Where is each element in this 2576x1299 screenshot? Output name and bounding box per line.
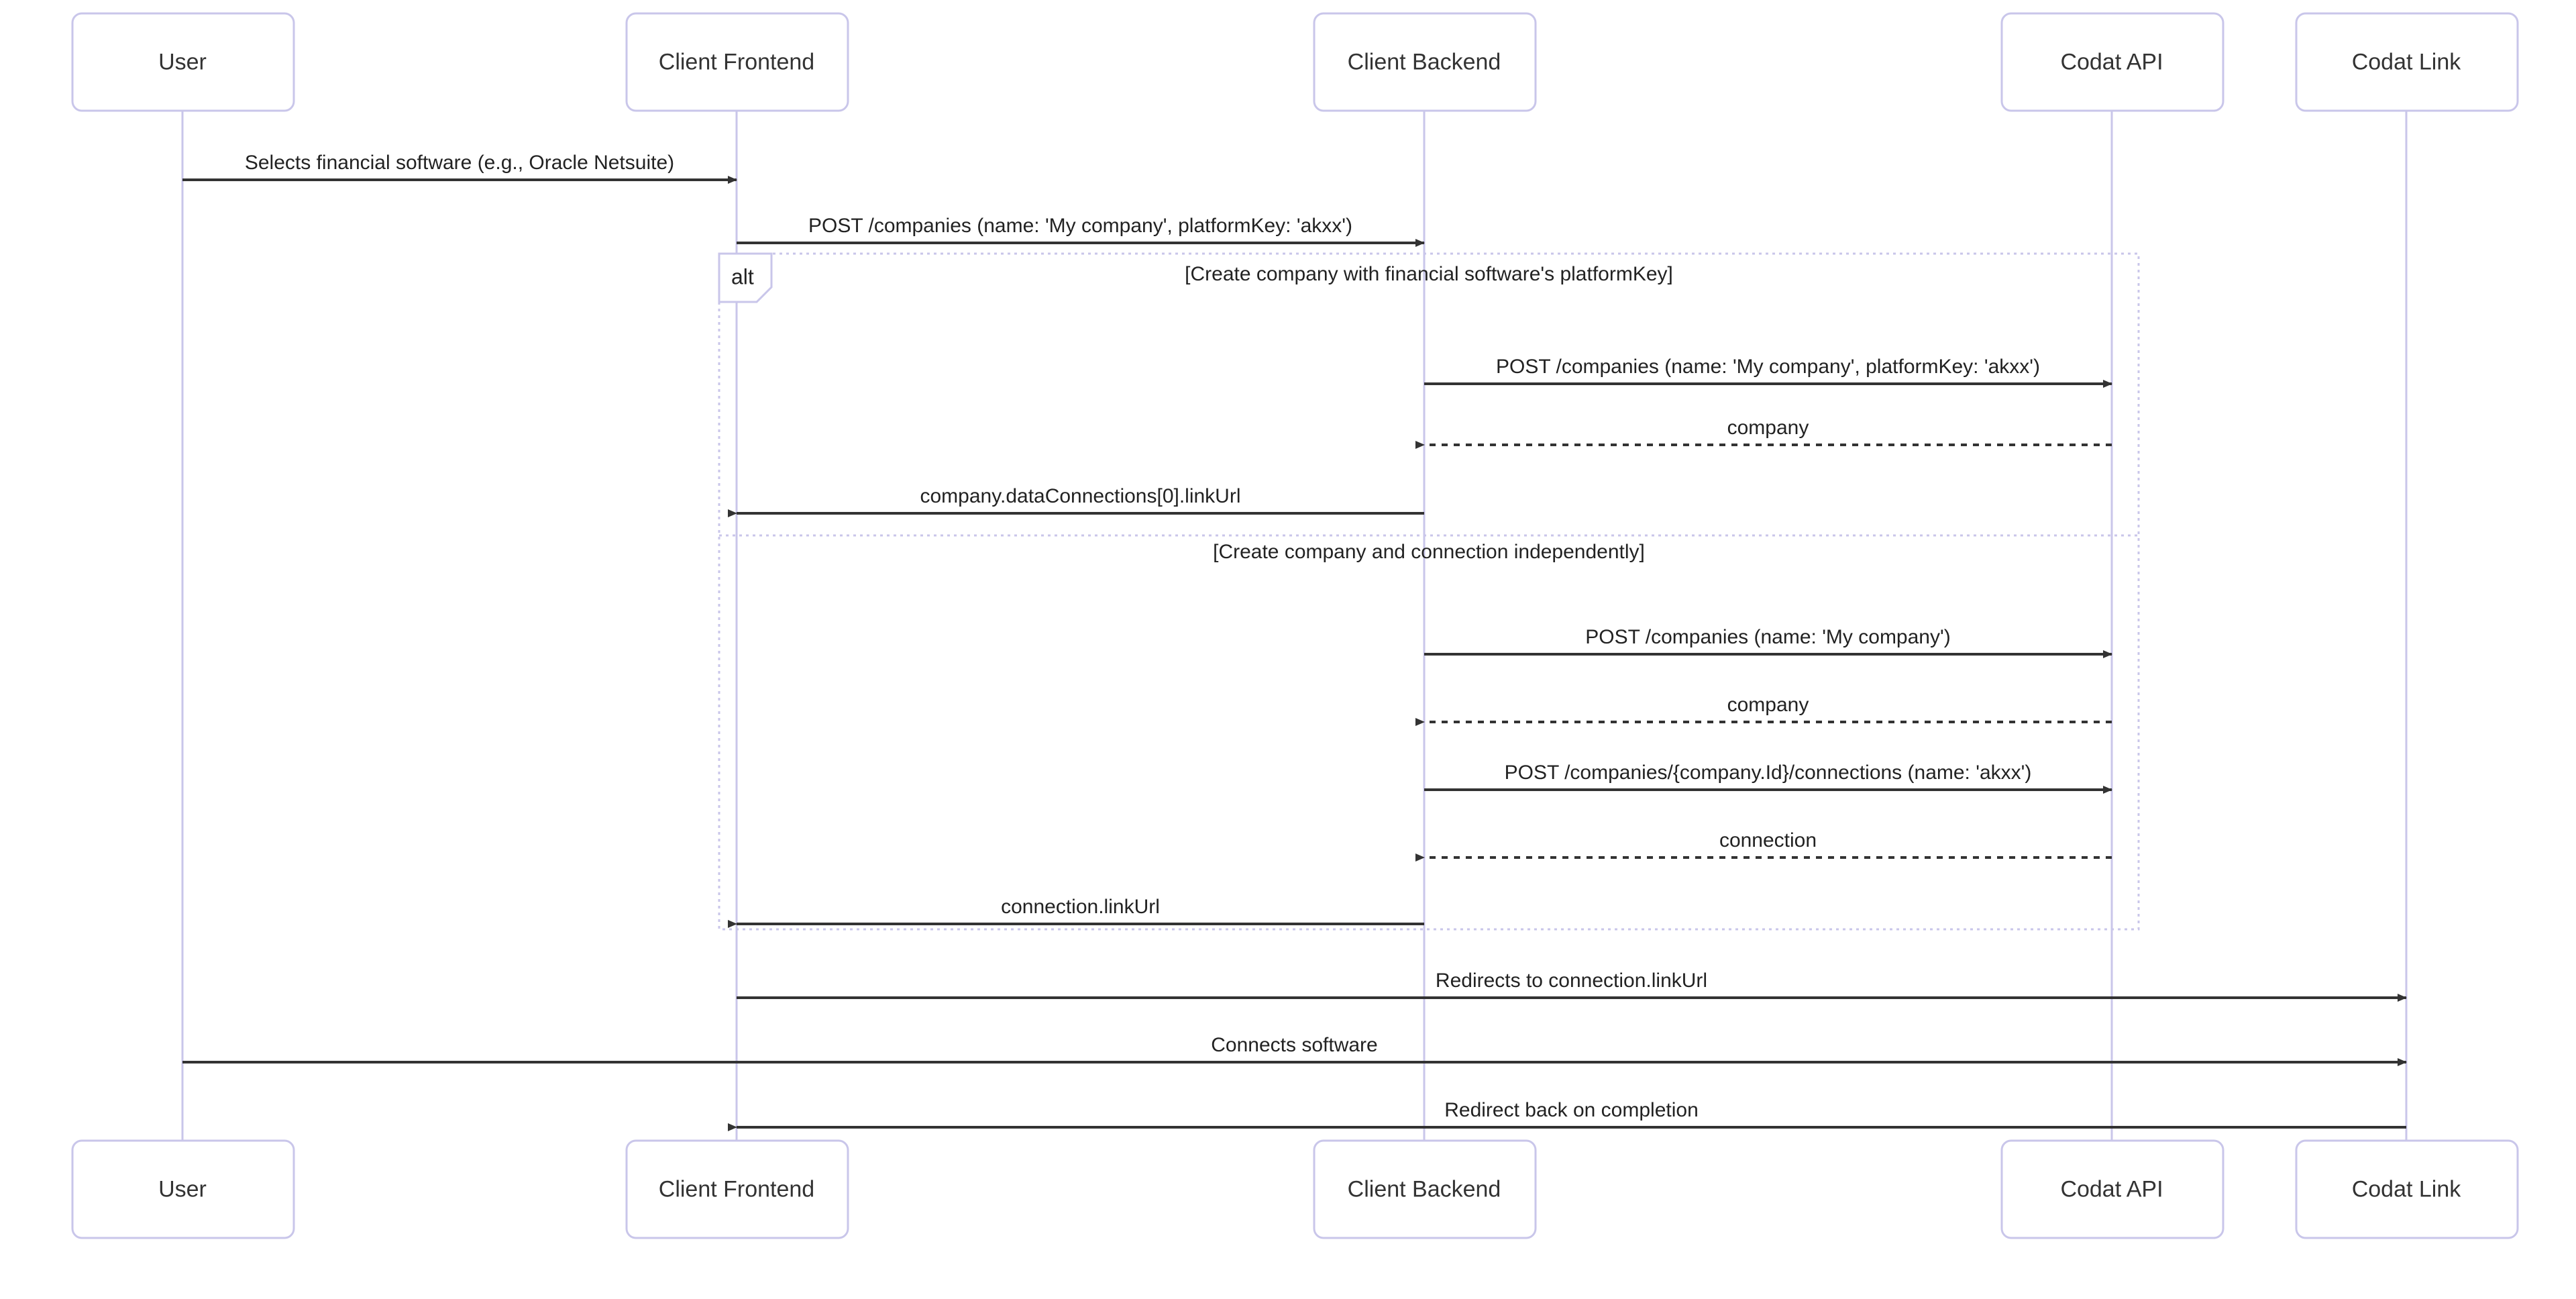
message-m4[interactable]: company xyxy=(1415,417,2112,449)
message-label-m11: Redirects to connection.linkUrl xyxy=(1436,970,1707,992)
participant-box-codat-api[interactable] xyxy=(2000,12,2224,112)
message-label-m3: POST /companies (name: 'My company', pla… xyxy=(1496,356,2040,378)
participant-box-codat-link[interactable] xyxy=(2295,12,2519,112)
participants-bottom-layer: User Client Frontend Client Backend Codat A… xyxy=(71,1139,2519,1239)
participant-box-codat-link[interactable] xyxy=(2295,1139,2519,1239)
participant-client-backend-bottom[interactable]: Client Backend xyxy=(1313,1139,1537,1239)
participant-codat-link-bottom[interactable]: Codat Link xyxy=(2295,1139,2519,1239)
participant-box-client-backend[interactable] xyxy=(1313,1139,1537,1239)
message-label-m13: Redirect back on completion xyxy=(1444,1099,1699,1121)
participant-label-client-backend: Client Backend xyxy=(1348,1176,1501,1202)
message-m9[interactable]: connection xyxy=(1415,829,2112,862)
message-m8[interactable]: POST /companies/{company.Id}/connections… xyxy=(1424,762,2112,794)
participant-label-user: User xyxy=(158,1176,207,1202)
participant-box-client-frontend[interactable] xyxy=(625,1139,849,1239)
participant-client-backend-top[interactable]: Client Backend xyxy=(1313,12,1537,112)
message-m2[interactable]: POST /companies (name: 'My company', pla… xyxy=(737,215,1425,247)
participant-box-client-backend[interactable] xyxy=(1313,12,1537,112)
message-label-m9: connection xyxy=(1719,829,1817,851)
message-m5[interactable]: company.dataConnections[0].linkUrl xyxy=(728,485,1424,517)
participant-box-client-frontend[interactable] xyxy=(625,12,849,112)
message-m1[interactable]: Selects financial software (e.g., Oracle… xyxy=(182,152,737,184)
participant-client-frontend-bottom[interactable]: Client Frontend xyxy=(625,1139,849,1239)
participant-label-codat-api: Codat API xyxy=(2060,1176,2163,1202)
fragment-condition-1: [Create company with financial software'… xyxy=(1185,263,1673,285)
message-m11[interactable]: Redirects to connection.linkUrl xyxy=(737,970,2407,1002)
participant-label-client-frontend: Client Frontend xyxy=(659,49,814,74)
message-m7[interactable]: company xyxy=(1415,694,2112,726)
message-m12[interactable]: Connects software xyxy=(182,1034,2407,1066)
message-m10[interactable]: connection.linkUrl xyxy=(728,896,1424,928)
participant-user-top[interactable]: User xyxy=(71,12,295,112)
message-label-m4: company xyxy=(1727,417,1809,439)
participant-box-user[interactable] xyxy=(71,1139,295,1239)
message-label-m2: POST /companies (name: 'My company', pla… xyxy=(808,215,1352,237)
participant-codat-api-bottom[interactable]: Codat API xyxy=(2000,1139,2224,1239)
fragment-tag-label: alt xyxy=(731,264,754,289)
fragment-tag-shape xyxy=(718,252,773,303)
participant-label-codat-api: Codat API xyxy=(2060,49,2163,74)
participant-box-codat-api[interactable] xyxy=(2000,1139,2224,1239)
participants-top-layer: User Client Frontend Client Backend Codat A… xyxy=(71,12,2519,112)
fragment-condition-2: [Create company and connection independe… xyxy=(1213,541,1645,563)
participant-label-client-backend: Client Backend xyxy=(1348,49,1501,74)
message-label-m12: Connects software xyxy=(1211,1034,1377,1056)
message-label-m6: POST /companies (name: 'My company') xyxy=(1585,626,1950,648)
fragment-alt-frag: [Create company with financial software'… xyxy=(718,252,2140,931)
fragment-outline xyxy=(718,252,2140,931)
participant-label-user: User xyxy=(158,49,207,74)
message-m13[interactable]: Redirect back on completion xyxy=(728,1099,2406,1131)
participant-codat-api-top[interactable]: Codat API xyxy=(2000,12,2224,112)
message-label-m5: company.dataConnections[0].linkUrl xyxy=(920,485,1240,507)
participant-label-client-frontend: Client Frontend xyxy=(659,1176,814,1202)
participant-codat-link-top[interactable]: Codat Link xyxy=(2295,12,2519,112)
fragments-layer: [Create company with financial software'… xyxy=(718,252,2140,931)
message-m6[interactable]: POST /companies (name: 'My company') xyxy=(1424,626,2112,658)
message-label-m10: connection.linkUrl xyxy=(1001,896,1160,918)
participant-client-frontend-top[interactable]: Client Frontend xyxy=(625,12,849,112)
messages-layer: Selects financial software (e.g., Oracle… xyxy=(182,152,2407,1131)
message-label-m8: POST /companies/{company.Id}/connections… xyxy=(1505,762,2032,784)
participant-label-codat-link: Codat Link xyxy=(2352,1176,2462,1202)
message-label-m7: company xyxy=(1727,694,1809,716)
participant-label-codat-link: Codat Link xyxy=(2352,49,2462,74)
message-m3[interactable]: POST /companies (name: 'My company', pla… xyxy=(1424,356,2112,388)
participant-user-bottom[interactable]: User xyxy=(71,1139,295,1239)
message-label-m1: Selects financial software (e.g., Oracle… xyxy=(245,152,674,174)
participant-box-user[interactable] xyxy=(71,12,295,112)
